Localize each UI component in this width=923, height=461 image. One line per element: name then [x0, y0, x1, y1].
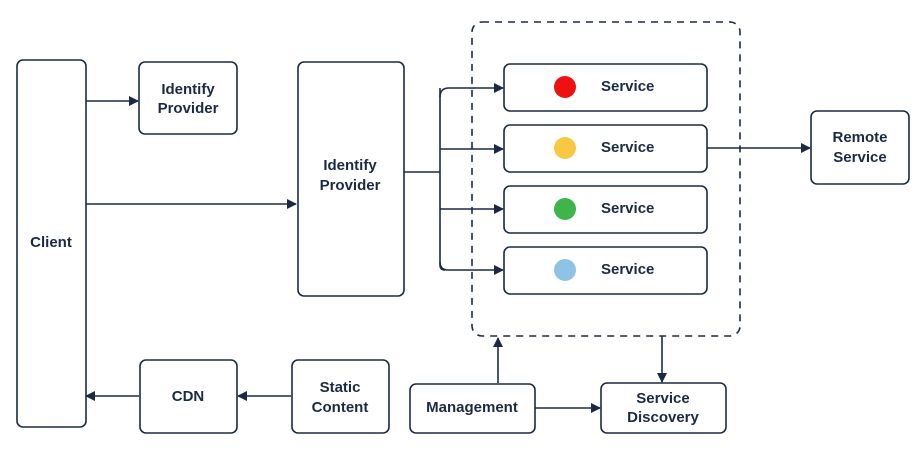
identify-provider-label-line1: Identify	[161, 81, 215, 98]
gateway-node: Identify Provider	[297, 61, 405, 297]
service-label-2: Service	[601, 139, 654, 156]
status-dot-1	[554, 76, 576, 98]
remote-service-node: Remote Service	[810, 110, 910, 185]
static-content-label-line2: Content	[312, 399, 369, 416]
service-label-4: Service	[601, 261, 654, 278]
status-dot-4	[554, 259, 576, 281]
service-node-1: Service	[503, 63, 708, 112]
service-node-3: Service	[503, 185, 708, 234]
service-label-1: Service	[601, 78, 654, 95]
client-node: Client	[16, 59, 87, 428]
services-group-boundary	[471, 21, 741, 337]
arrow-to-service-4	[439, 261, 504, 275]
management-node: Management	[409, 383, 536, 434]
cdn-label: CDN	[172, 388, 205, 405]
status-dot-2	[554, 137, 576, 159]
identify-provider-node: Identify Provider	[138, 61, 238, 135]
cdn-node: CDN	[139, 359, 238, 434]
static-content-node: Static Content	[291, 359, 390, 434]
connectors	[85, 83, 811, 413]
status-dot-3	[554, 198, 576, 220]
management-label: Management	[426, 399, 518, 416]
service-node-4: Service	[503, 246, 708, 295]
gateway-label-line2: Provider	[320, 177, 381, 194]
static-content-label-line1: Static	[320, 379, 361, 396]
identify-provider-label-line2: Provider	[158, 100, 219, 117]
gateway-fanout-bus	[439, 88, 446, 271]
service-label-3: Service	[601, 200, 654, 217]
service-discovery-node: Service Discovery	[600, 382, 727, 434]
client-label: Client	[30, 234, 72, 251]
remote-service-label-line2: Service	[833, 149, 886, 166]
service-node-2: Service	[503, 124, 708, 173]
service-discovery-label-line1: Service	[636, 390, 689, 407]
arrow-to-service-1	[439, 83, 504, 98]
service-discovery-label-line2: Discovery	[627, 409, 699, 426]
remote-service-label-line1: Remote	[832, 129, 887, 146]
gateway-label-line1: Identify	[323, 157, 377, 174]
